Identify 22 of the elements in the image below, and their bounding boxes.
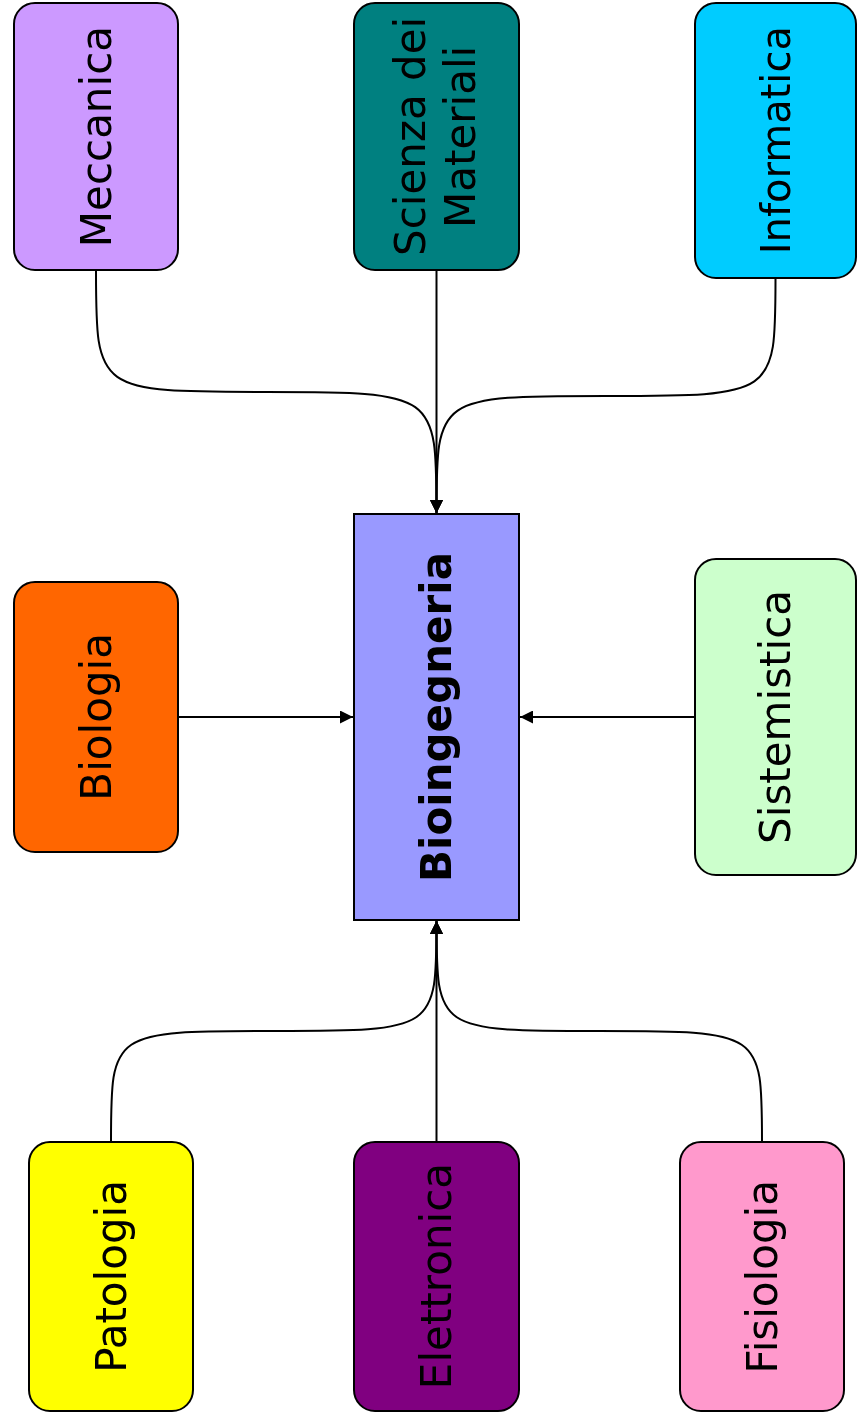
node-label: Scienza dei Materiali <box>386 15 487 259</box>
arrow <box>430 278 777 514</box>
topic-box <box>694 2 857 279</box>
arrow <box>178 710 354 724</box>
topic-box <box>353 2 520 271</box>
node-label: Patologia <box>85 1180 137 1373</box>
arrow <box>519 710 695 724</box>
topic-box <box>13 2 179 271</box>
topic-box <box>13 581 179 853</box>
topic-box <box>679 1141 845 1412</box>
node-label: Fisiologia <box>736 1179 788 1374</box>
topic-box <box>28 1141 194 1412</box>
node-label: Biologia <box>70 633 122 801</box>
arrow <box>430 920 763 1142</box>
topic-box <box>694 558 857 876</box>
central-box <box>353 513 520 921</box>
node-label: Bioingegneria <box>411 552 462 882</box>
node-label: Meccanica <box>70 25 122 248</box>
topic-box <box>353 1141 520 1412</box>
node-label: Informatica <box>751 26 800 255</box>
node-label: Sistemistica <box>750 590 801 844</box>
node-label: Elettronica <box>411 1163 462 1390</box>
